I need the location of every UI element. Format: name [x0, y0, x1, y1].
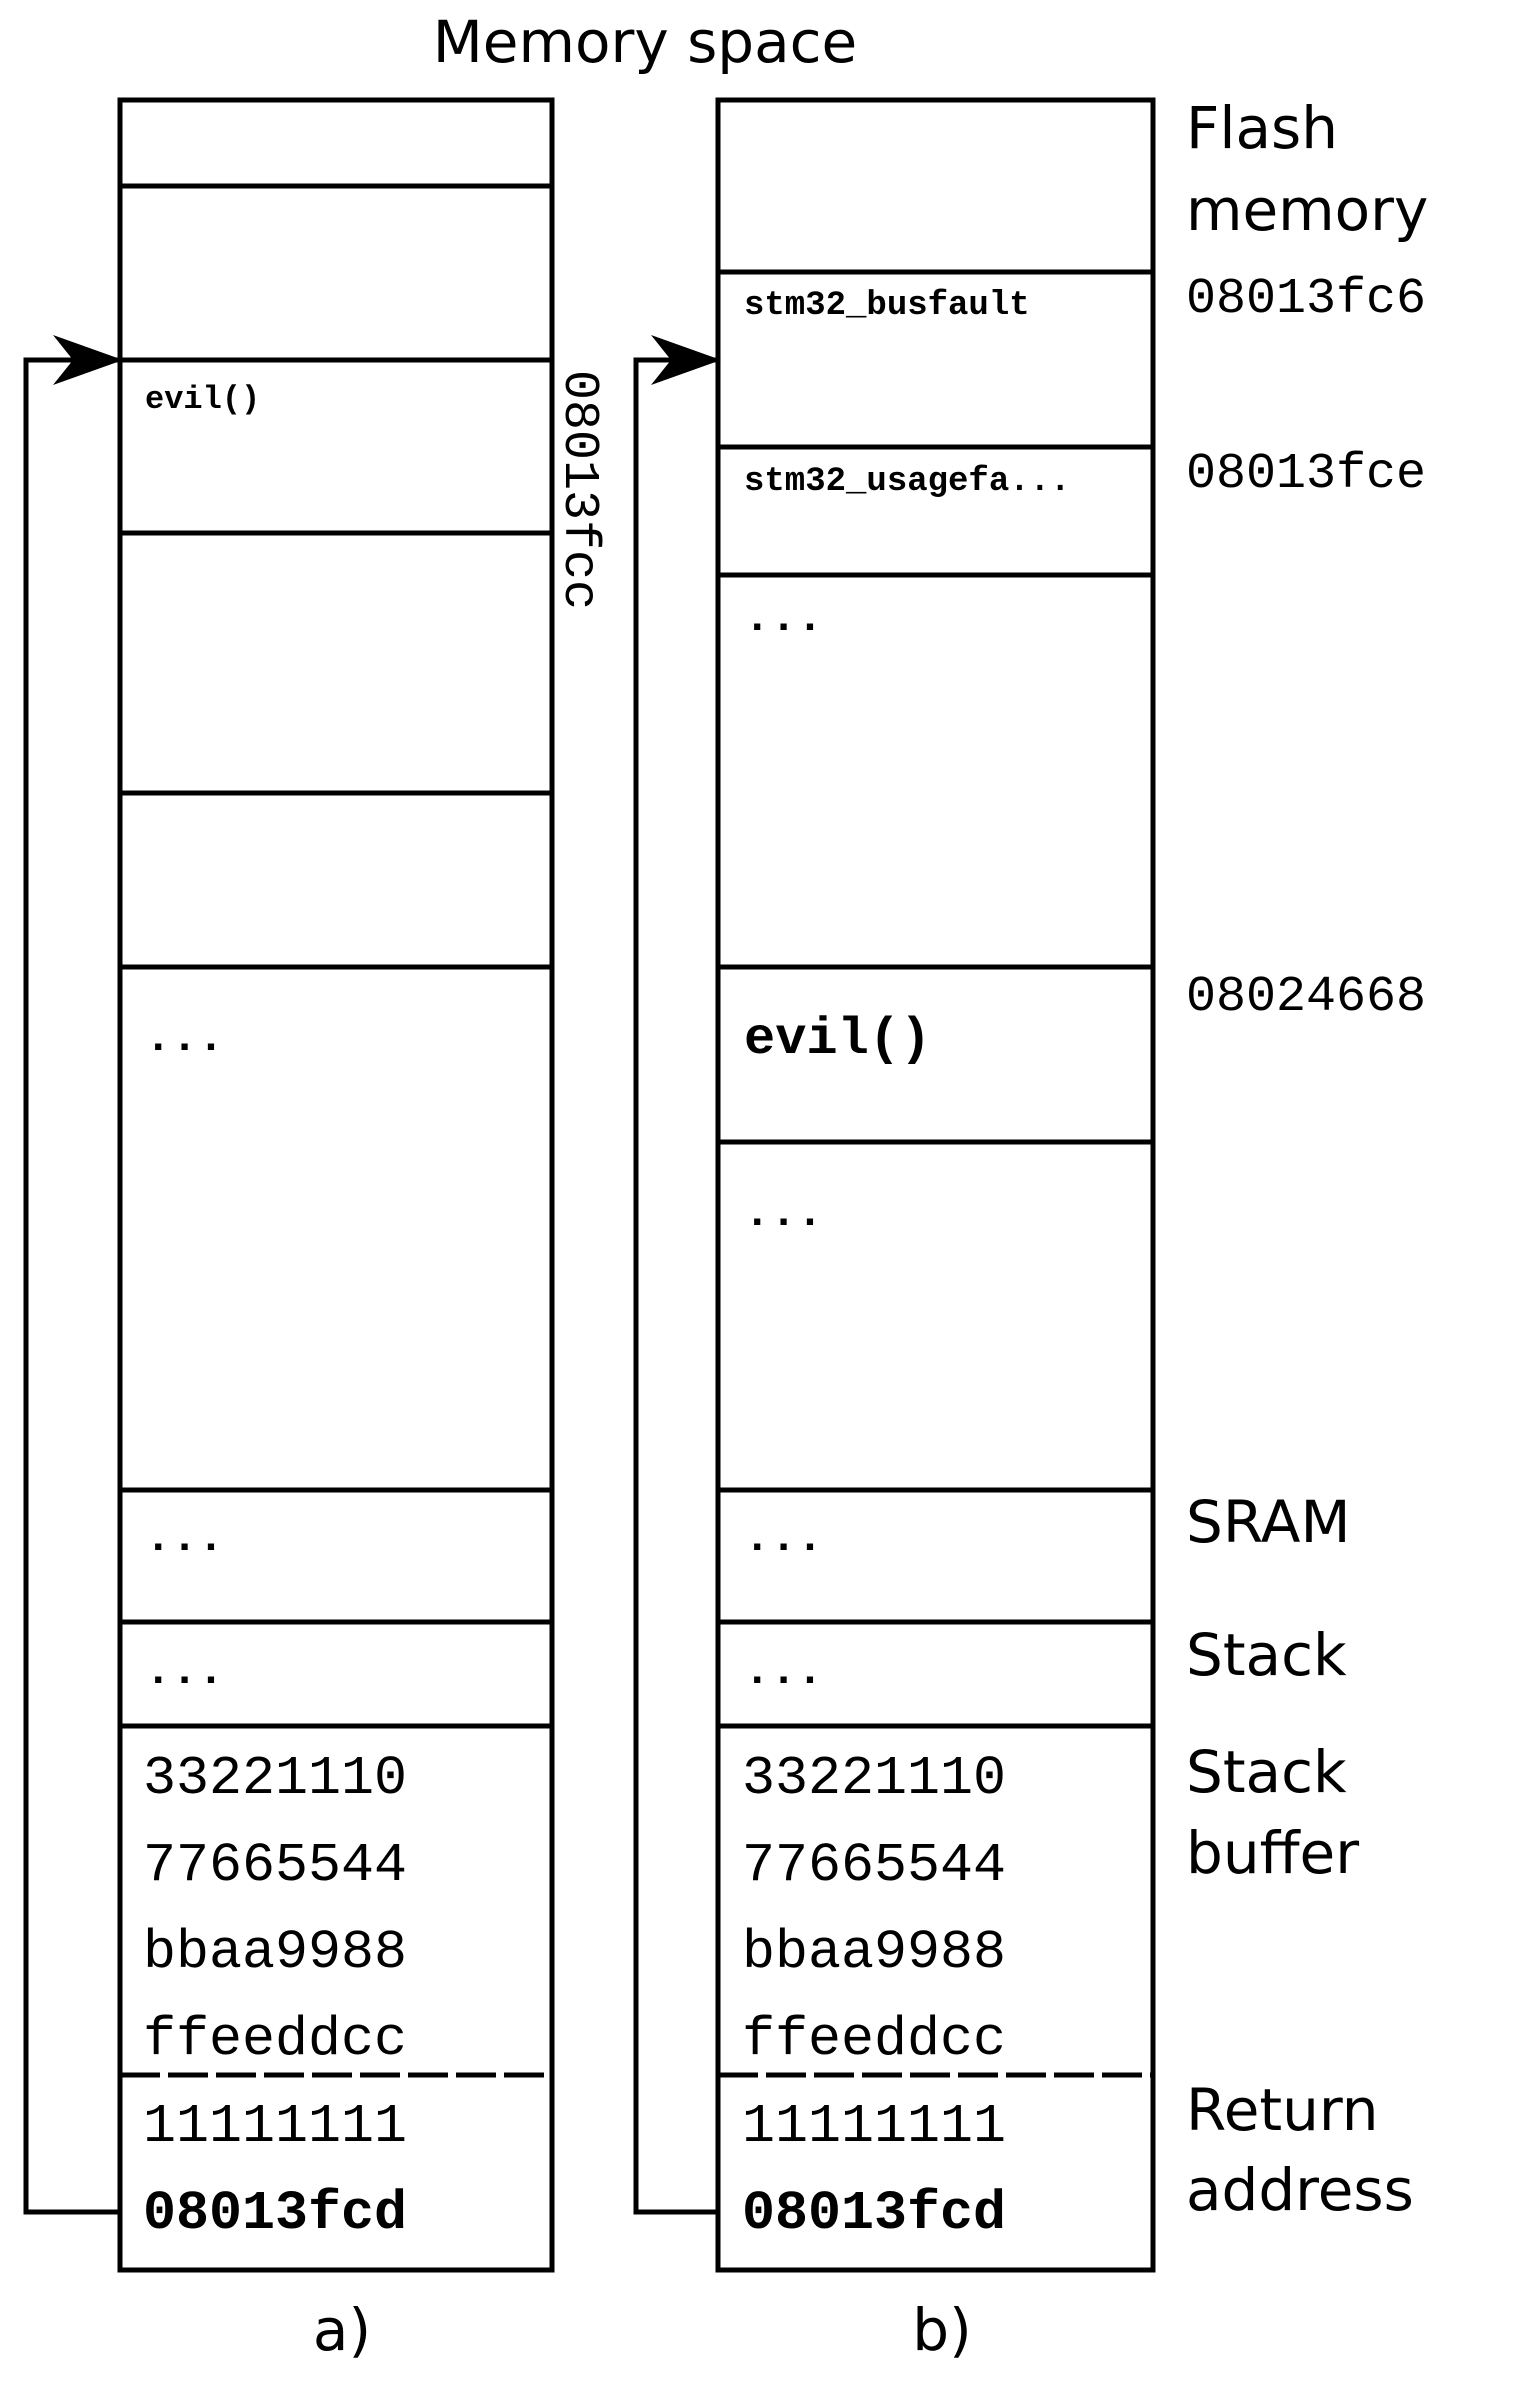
- panel-b-return-row: 11111111: [742, 2095, 1006, 2158]
- panel-a-return-jump-arrow: [23, 335, 123, 2215]
- panel-b-buffer-row: 77665544: [742, 1834, 1006, 1897]
- panel-b-usagefault-label: stm32_usagefa...: [744, 463, 1070, 501]
- evil-address: 08024668: [1186, 969, 1426, 1026]
- panel-b-sram-ellipsis: ...: [744, 1514, 823, 1564]
- panel-a: evil() ... ... ... 33221110 77665544 bba…: [23, 97, 607, 2364]
- panel-a-buffer-row: bbaa9988: [143, 1921, 407, 1984]
- panel-a-caption: a): [313, 2296, 371, 2364]
- panel-b-return-jump-arrow: [633, 335, 721, 2215]
- panel-b-return-address-value: 08013fcd: [742, 2182, 1006, 2245]
- panel-a-buffer-row: 77665544: [143, 1834, 407, 1897]
- panel-a-sram-ellipsis: ...: [145, 1514, 224, 1564]
- panel-b-evil-label: evil(): [744, 1010, 931, 1069]
- panel-b: stm32_busfault stm32_usagefa... ... evil…: [633, 97, 1156, 2364]
- busfault-address: 08013fc6: [1186, 271, 1426, 328]
- panel-b-stack-ellipsis: ...: [744, 1647, 823, 1697]
- panel-b-memory-column: [715, 97, 1156, 2273]
- panel-b-buffer-row: 33221110: [742, 1747, 1006, 1810]
- panel-b-buffer-row: bbaa9988: [742, 1921, 1006, 1984]
- stack-label: Stack: [1186, 1621, 1347, 1689]
- panel-a-memory-column: [117, 97, 555, 2273]
- panel-b-ellipsis: ...: [744, 594, 823, 644]
- panel-a-evil-address: 08013fcc: [550, 370, 607, 610]
- panel-b-caption: b): [912, 2296, 971, 2364]
- region-labels: Flash memory 08013fc6 08013fce 08024668 …: [1186, 94, 1428, 2224]
- return-address-label: address: [1186, 2156, 1414, 2224]
- panel-a-ellipsis: ...: [145, 1014, 224, 1064]
- sram-label: SRAM: [1186, 1488, 1350, 1556]
- panel-a-return-address-value: 08013fcd: [143, 2182, 407, 2245]
- panel-a-evil-label: evil(): [145, 381, 260, 418]
- diagram-title: Memory space: [433, 8, 857, 76]
- panel-a-return-row: 11111111: [143, 2095, 407, 2158]
- panel-a-buffer-row: ffeeddcc: [143, 2008, 407, 2071]
- panel-a-stack-ellipsis: ...: [145, 1647, 224, 1697]
- panel-b-buffer-row: ffeeddcc: [742, 2008, 1006, 2071]
- stack-buffer-label: buffer: [1186, 1819, 1359, 1887]
- panel-b-busfault-label: stm32_busfault: [744, 287, 1030, 325]
- return-address-label: Return: [1186, 2076, 1378, 2144]
- flash-memory-label: Flash: [1186, 94, 1338, 162]
- panel-b-ellipsis: ...: [744, 1189, 823, 1239]
- stack-buffer-label: Stack: [1186, 1738, 1347, 1806]
- panel-a-buffer-row: 33221110: [143, 1747, 407, 1810]
- usagefault-address: 08013fce: [1186, 446, 1426, 503]
- flash-memory-label: memory: [1186, 176, 1428, 244]
